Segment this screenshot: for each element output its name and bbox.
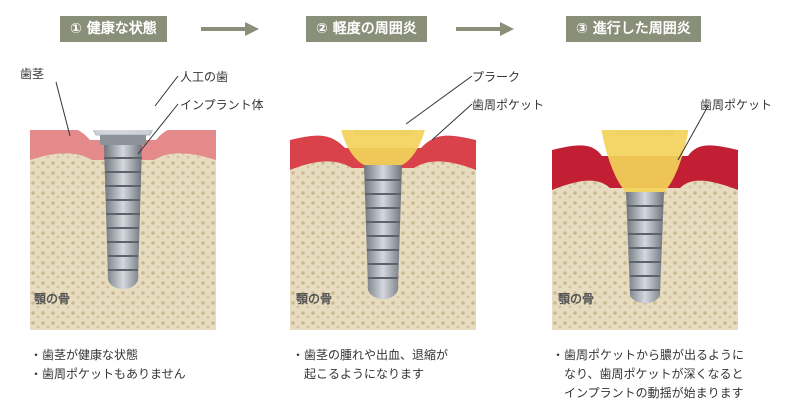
arrow-right-icon [456,22,514,36]
stage-1-description: ・歯茎が健康な状態 ・歯周ポケットもありません [30,346,186,384]
healthy-implant-illustration [30,130,216,330]
stage-1-title: ① 健康な状態 [60,16,167,42]
label-plaque: プラーク [472,70,521,84]
leader-lines [55,76,179,155]
label-gum: 歯茎 [20,67,45,81]
label-pocket: 歯周ポケット [700,98,773,112]
bullet-line: インプラントの動揺が始まります [552,386,744,400]
bullet-line: なり、歯周ポケットが深くなると [552,367,744,381]
leader-lines [405,76,473,141]
bullet-line: ・歯周ポケットから膿が出るように [552,348,745,362]
stage-3-title: ③ 進行した周囲炎 [566,16,701,42]
mild-periimplantitis-illustration [290,130,476,330]
bullet-line: ・歯茎が健康な状態 [30,348,139,362]
bone-label: 顎の骨 [558,292,595,306]
label-pocket: 歯周ポケット [472,98,545,112]
bullet-line: ・歯茎の腫れや出血、退縮が [292,348,449,362]
bone-label: 顎の骨 [296,292,333,306]
leader-lines [677,106,709,161]
arrow-right-icon [201,22,259,36]
bone-label: 顎の骨 [34,292,71,306]
bullet-line: ・歯周ポケットもありません [30,367,186,381]
label-implant: インプラント体 [180,98,264,112]
stage-2-title: ② 軽度の周囲炎 [306,16,427,42]
advanced-periimplantitis-illustration [552,130,738,330]
bullet-line: 起こるようになります [292,367,425,381]
stage-3-description: ・歯周ポケットから膿が出るように なり、歯周ポケットが深くなると インプラントの… [552,346,744,403]
stage-2-description: ・歯茎の腫れや出血、退縮が 起こるようになります [292,346,448,384]
label-crown: 人工の歯 [180,70,229,84]
